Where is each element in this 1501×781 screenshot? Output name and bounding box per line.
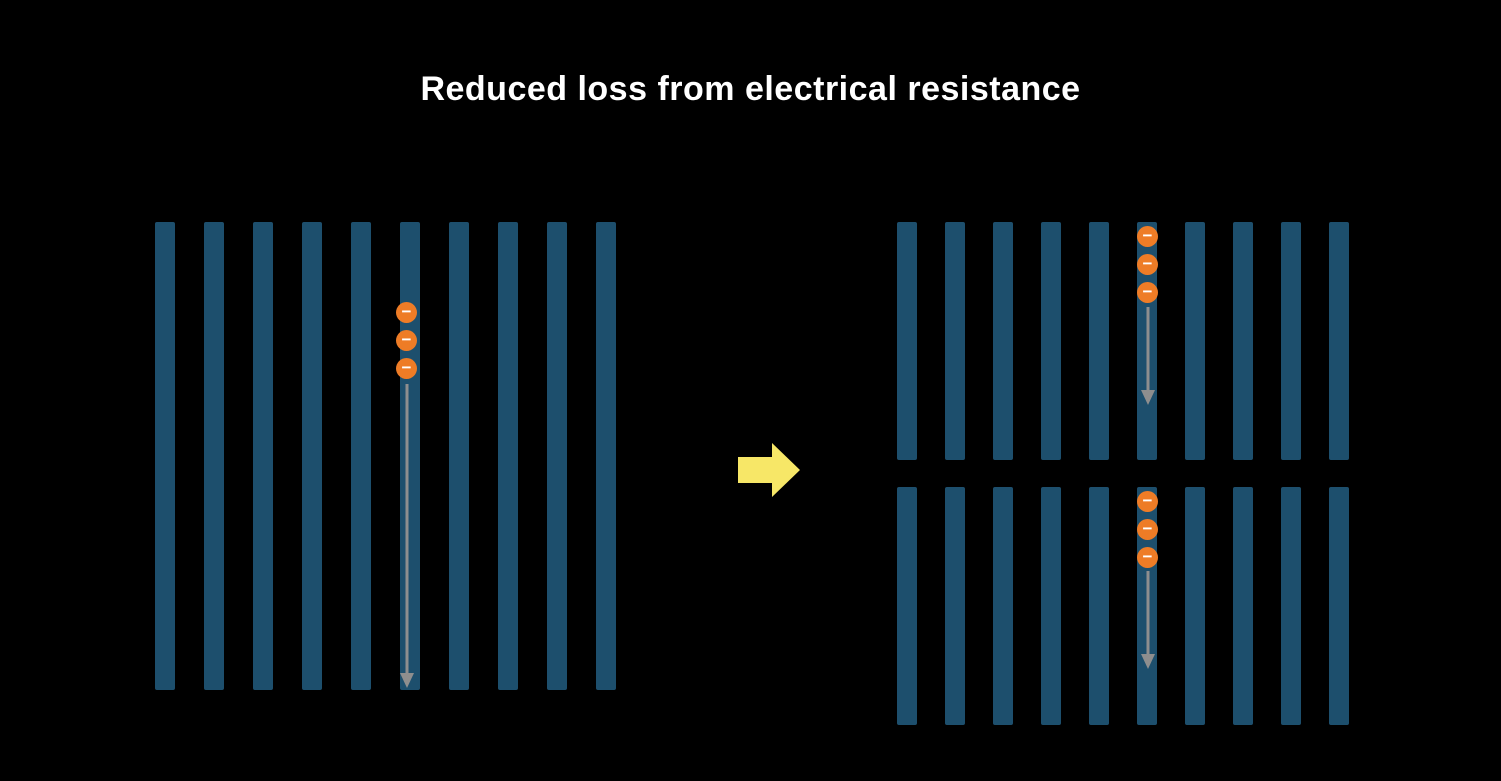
busbar-finger (897, 222, 917, 460)
electron-stack-right-bottom: − − − (1137, 491, 1158, 568)
busbar-finger (302, 222, 322, 690)
electron-icon: − (1137, 226, 1158, 247)
busbar-finger (1329, 222, 1349, 460)
busbar-finger (498, 222, 518, 690)
electron-stack-right-top: − − − (1137, 226, 1158, 303)
busbar-finger (1281, 487, 1301, 725)
electron-flow-arrow-right-top (1141, 307, 1155, 405)
busbar-finger (945, 222, 965, 460)
electron-flow-arrow-right-bottom (1141, 571, 1155, 669)
electron-icon: − (1137, 282, 1158, 303)
electron-stack-left: − − − (396, 302, 417, 379)
busbar-finger (945, 487, 965, 725)
electron-icon: − (396, 358, 417, 379)
electron-icon: − (396, 330, 417, 351)
busbar-finger (596, 222, 616, 690)
busbar-finger (1329, 487, 1349, 725)
busbar-finger (993, 222, 1013, 460)
busbar-finger (1041, 487, 1061, 725)
busbar-finger (1233, 487, 1253, 725)
busbar-finger (253, 222, 273, 690)
cell-panel-right-top (897, 222, 1349, 460)
transition-arrow-icon (738, 443, 800, 497)
busbar-finger (1281, 222, 1301, 460)
diagram-title: Reduced loss from electrical resistance (420, 70, 1081, 108)
electron-icon: − (1137, 491, 1158, 512)
busbar-finger (1041, 222, 1061, 460)
busbar-finger (204, 222, 224, 690)
electron-icon: − (1137, 254, 1158, 275)
busbar-finger (547, 222, 567, 690)
busbar-finger (1089, 487, 1109, 725)
electron-flow-arrow-left (400, 384, 414, 688)
electron-icon: − (1137, 519, 1158, 540)
busbar-finger (1233, 222, 1253, 460)
busbar-finger (449, 222, 469, 690)
busbar-finger (1185, 222, 1205, 460)
busbar-finger (351, 222, 371, 690)
busbar-finger (155, 222, 175, 690)
busbar-finger (1185, 487, 1205, 725)
busbar-finger (993, 487, 1013, 725)
electron-icon: − (396, 302, 417, 323)
busbar-finger (897, 487, 917, 725)
cell-panel-right-bottom (897, 487, 1349, 725)
busbar-finger (1089, 222, 1109, 460)
cell-panel-left (155, 222, 616, 690)
electron-icon: − (1137, 547, 1158, 568)
